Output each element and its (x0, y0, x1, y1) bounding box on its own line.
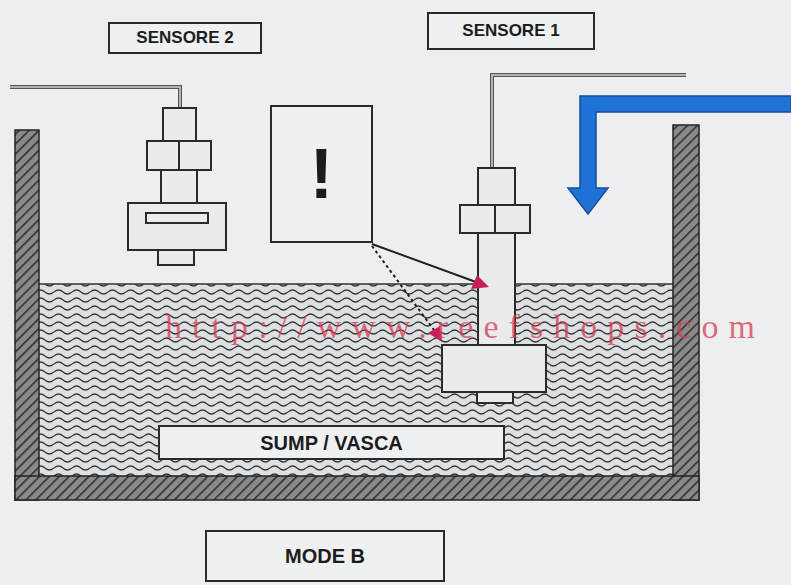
arrowhead (471, 275, 489, 289)
mode-label: MODE B (205, 530, 445, 582)
node-text: SENSORE 1 (462, 22, 559, 41)
sensor-label: SENSORE 2 (108, 22, 262, 54)
tank-wall (15, 130, 39, 500)
float-sensor (10, 87, 226, 265)
sensor-label: SENSORE 1 (427, 12, 595, 50)
warning-box: ! (270, 105, 373, 243)
tank-label: SUMP / VASCA (158, 425, 505, 460)
water-surface (39, 283, 673, 285)
tank-bottom (15, 476, 699, 500)
node-text: MODE B (285, 545, 365, 567)
float-sensor (442, 75, 686, 403)
node-text: ! (310, 136, 333, 213)
node-text: SUMP / VASCA (260, 432, 403, 454)
inflow-arrow (568, 96, 791, 214)
leader-line (372, 244, 476, 282)
node-text: SENSORE 2 (136, 29, 233, 48)
watermark: http://www.reefshops.com (165, 310, 765, 344)
